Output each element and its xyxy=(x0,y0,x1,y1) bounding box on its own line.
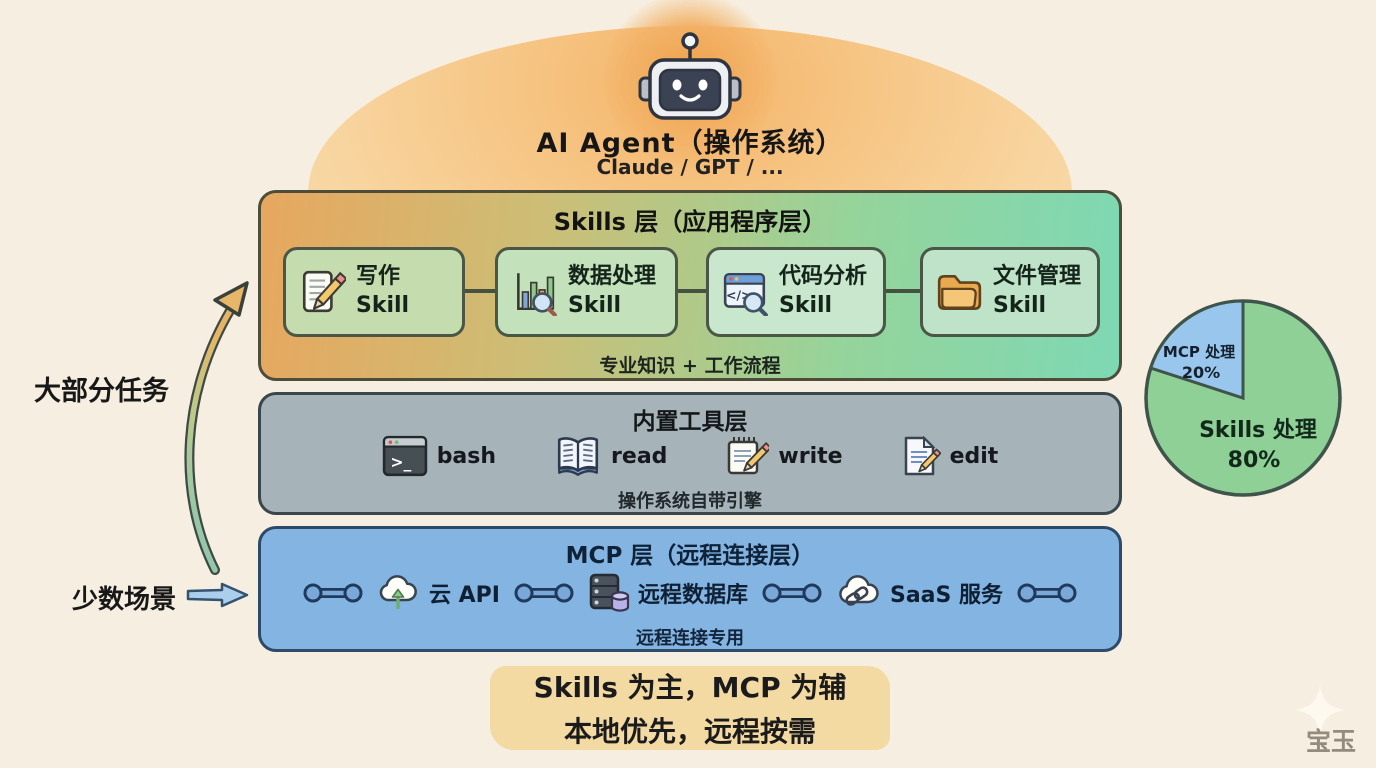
right-arrow-icon xyxy=(186,582,249,608)
tool-label: read xyxy=(611,443,668,469)
few-scenarios-label: 少数场景 xyxy=(72,585,177,615)
card-connector xyxy=(678,289,706,293)
document-edit-icon xyxy=(904,435,941,476)
watermark-text: 宝玉 xyxy=(1306,727,1357,756)
connector-icon xyxy=(514,583,574,603)
summary-line2: 本地优先，远程按需 xyxy=(563,715,816,748)
tool-label: bash xyxy=(436,443,497,469)
skill-card-code-analysis: </> 代码分析 Skill xyxy=(706,247,886,337)
sparkle-icon xyxy=(1294,684,1346,736)
card-connector xyxy=(886,289,920,293)
tool-item-edit: edit xyxy=(901,435,999,477)
tool-item-read: read xyxy=(554,435,667,477)
skill-card-label: 数据处理 Skill xyxy=(568,264,657,318)
pie-chart: MCP 处理 20% Skills 处理 80% xyxy=(1144,299,1342,497)
folder-icon xyxy=(937,275,982,310)
summary-banner: Skills 为主，MCP 为辅 本地优先，远程按需 xyxy=(490,666,890,750)
connector-icon xyxy=(1017,583,1077,603)
card-connector xyxy=(465,289,495,293)
builtin-tools-layer: 内置工具层 >_ bash xyxy=(258,392,1122,515)
curved-arrow-icon xyxy=(184,281,249,575)
builtin-layer-caption: 操作系统自带引擎 xyxy=(618,491,762,512)
service-label: SaaS 服务 xyxy=(889,583,1004,608)
connector-icon xyxy=(303,583,363,603)
service-item-saas: SaaS 服务 xyxy=(836,573,1003,613)
skill-card-writing: 写作 Skill xyxy=(283,247,465,337)
svg-text:>_: >_ xyxy=(390,453,411,472)
service-label: 云 API xyxy=(428,583,500,608)
tool-item-write: write xyxy=(725,435,843,477)
skill-card-label: 代码分析 Skill xyxy=(779,264,868,318)
book-icon xyxy=(557,437,599,476)
agent-title: AI Agent（操作系统） xyxy=(536,128,844,159)
skill-card-label: 写作 Skill xyxy=(356,264,410,318)
tools-row: >_ bash read xyxy=(261,435,1119,477)
pie-value-mcp: 20% xyxy=(1182,363,1220,382)
pie-label-skills: Skills 处理 xyxy=(1199,417,1317,443)
service-item-cloud-api: 云 API xyxy=(377,573,500,613)
document-pencil-icon xyxy=(302,270,346,313)
service-label: 远程数据库 xyxy=(637,583,748,608)
tool-item-bash: >_ bash xyxy=(382,435,496,477)
skills-layer-caption: 专业知识 + 工作流程 xyxy=(599,355,781,377)
mcp-layer-caption: 远程连接专用 xyxy=(636,628,744,649)
mcp-layer-title: MCP 层（远程连接层） xyxy=(565,543,815,569)
summary-line1: Skills 为主，MCP 为辅 xyxy=(533,671,847,704)
notepad-pencil-icon xyxy=(728,437,770,475)
cloud-link-icon xyxy=(839,575,879,606)
terminal-icon: >_ xyxy=(382,435,427,477)
connector-icon xyxy=(762,583,822,603)
pie-slice-mcp xyxy=(1148,299,1245,401)
chart-magnifier-icon xyxy=(517,273,557,316)
robot-icon xyxy=(638,32,742,120)
server-database-icon xyxy=(589,573,630,612)
services-row: 云 API 远程数据库 xyxy=(261,573,1119,613)
cloud-upload-icon xyxy=(379,575,417,609)
mcp-layer: MCP 层（远程连接层） 云 API xyxy=(258,526,1122,652)
code-magnifier-icon: </> xyxy=(723,272,768,316)
skills-layer-title: Skills 层（应用程序层） xyxy=(553,208,827,236)
pie-label-mcp: MCP 处理 xyxy=(1163,343,1235,361)
tool-label: write xyxy=(778,443,843,469)
skill-card-label: 文件管理 Skill xyxy=(993,264,1082,318)
tool-label: edit xyxy=(949,443,999,469)
agent-subtitle: Claude / GPT / ... xyxy=(596,155,784,179)
skill-card-file-management: 文件管理 Skill xyxy=(920,247,1100,337)
most-tasks-label: 大部分任务 xyxy=(34,376,169,407)
service-item-remote-database: 远程数据库 xyxy=(588,573,748,613)
skill-card-data-processing: 数据处理 Skill xyxy=(495,247,678,337)
pie-value-skills: 80% xyxy=(1228,448,1281,473)
skills-layer: Skills 层（应用程序层） 写作 Skill xyxy=(258,190,1122,381)
builtin-layer-title: 内置工具层 xyxy=(632,409,748,435)
